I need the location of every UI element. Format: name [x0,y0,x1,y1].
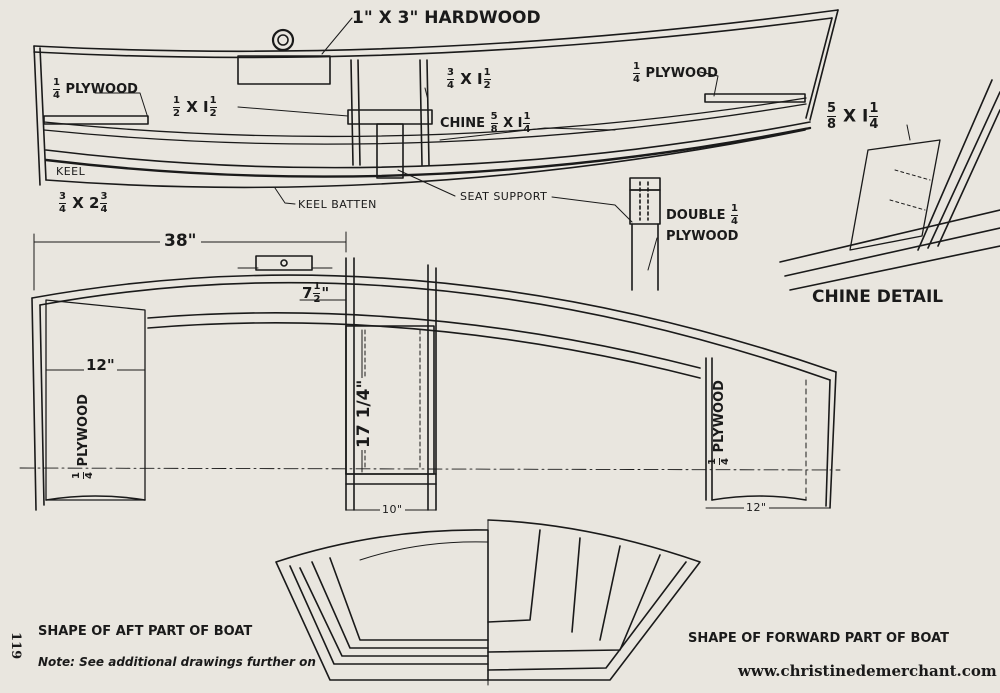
frac-den: 4 [720,458,731,465]
frac-num: 3 [100,191,108,202]
frac-num: 3 [59,191,66,202]
frac-num: 1 [869,101,879,116]
cleat-b-x: X I [460,70,483,88]
chine-text: CHINE [440,116,486,131]
frac-den: 4 [731,216,738,227]
dim-12-left-label: 12" [84,356,117,374]
frac-num: 1 [53,77,60,88]
double-plywood-detail [629,177,661,291]
double-plywood-label-2: PLYWOOD [666,229,739,244]
side-view-hull [33,9,839,189]
frac-num: 1 [209,95,217,106]
chine-x: X I [503,116,523,131]
double-text: DOUBLE [666,208,726,223]
frac-den: 2 [483,80,491,91]
chine-detail-title: CHINE DETAIL [812,287,944,307]
chine-detail-x: X I [842,106,869,127]
frac-num: 1 [731,203,738,214]
dim-12-right-label: 12" [744,501,769,514]
frac-num: 1 [71,472,82,479]
keel-label: KEEL [56,165,86,178]
frac-den: 8 [827,117,837,132]
plywood-right-label: 1 4 PLYWOOD [632,62,718,85]
dim-38-label: 38" [160,233,201,250]
website-url: www.christinedemerchant.com [738,662,997,680]
seat-support-label: SEAT SUPPORT [460,190,548,203]
plywood-a-text: PLYWOOD [76,394,91,467]
plywood-left-label: 1 4 PLYWOOD [52,78,138,101]
keel-x: X 2 [72,194,100,212]
frac-den: 4 [447,80,454,91]
plan-view-hull [19,231,841,511]
frac-num: 1 [313,281,321,292]
frac-num: 1 [633,61,640,72]
frac-den: 2 [209,108,217,119]
frac-den: 4 [59,204,66,215]
plywood-b-text: PLYWOOD [712,380,727,453]
frac-den: 4 [523,124,531,135]
plywood-left-text: PLYWOOD [65,82,138,97]
frac-den: 2 [173,108,180,119]
frac-num: 1 [173,95,180,106]
hardwood-label: 1" X 3" HARDWOOD [352,8,541,28]
frac-den: 4 [100,204,108,215]
side-view-leaders [94,17,719,271]
frac-num: 5 [827,101,837,116]
cleat-a-x: X [186,98,198,116]
plywood-right-text: PLYWOOD [645,66,718,81]
frac-den: 4 [84,472,95,479]
frac-den: 4 [869,117,879,132]
note-text: Note: See additional drawings further on [38,655,316,669]
frac-num: 1 [523,111,531,122]
page-number: 119 [8,632,23,660]
chine-detail-drawing [779,79,1000,291]
forward-shape-title: SHAPE OF FORWARD PART OF BOAT [688,631,949,646]
frac-den: 4 [633,74,640,85]
frac-den: 8 [490,124,498,135]
frac-num: 5 [490,111,498,122]
frac-num: 3 [447,67,454,78]
frac-den: 2 [313,294,321,305]
double-plywood-label: DOUBLE 1 4 [666,204,739,227]
dim-7-whole: 7 [302,284,313,302]
frac-num: 1 [707,458,718,465]
frac-den: 4 [53,90,60,101]
frac-num: 1 [483,67,491,78]
keel-batten-label: KEEL BATTEN [298,198,377,211]
aft-shape-title: SHAPE OF AFT PART OF BOAT [38,624,253,639]
forward-shape-drawing [487,519,701,686]
dim-17-label: 17 1/4" [354,377,374,450]
dim-10-label: 10" [380,503,405,516]
